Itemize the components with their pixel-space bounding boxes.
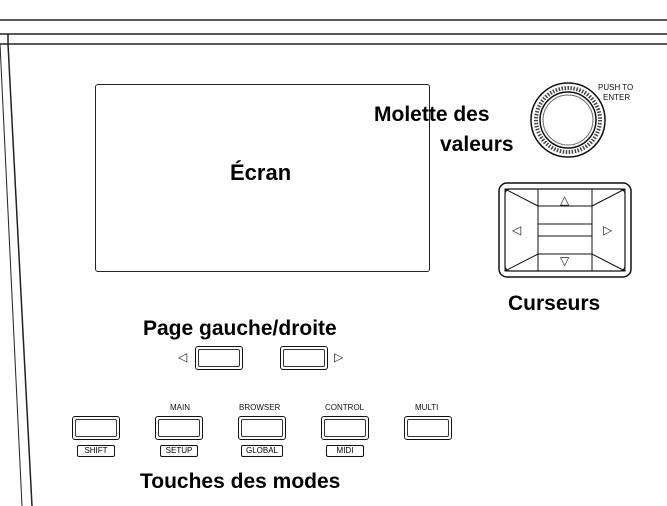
cursor-right-icon: ▷: [603, 223, 613, 237]
cursors-label: Curseurs: [508, 292, 601, 315]
knob-label-line2: valeurs: [440, 133, 514, 156]
browser-label: BROWSER: [239, 403, 281, 412]
control-button[interactable]: [321, 416, 369, 440]
cursor-pad: [498, 182, 632, 278]
multi-button[interactable]: [404, 416, 452, 440]
shift-button[interactable]: [72, 416, 120, 440]
setup-sub-label: SETUP: [160, 445, 198, 457]
cursor-up-button[interactable]: [537, 188, 593, 225]
browser-button[interactable]: [238, 416, 286, 440]
control-label: CONTROL: [325, 403, 365, 412]
cursor-down-icon: ▽: [560, 254, 570, 268]
screen-label: Écran: [230, 160, 292, 185]
midi-sub-label: MIDI: [326, 445, 364, 457]
mode-keys-label: Touches des modes: [140, 470, 341, 493]
knob-label-line1: Molette des: [374, 103, 490, 126]
page-nav-label: Page gauche/droite: [143, 317, 337, 340]
main-label: MAIN: [170, 403, 190, 412]
display-screen: [95, 84, 430, 272]
cursor-down-button[interactable]: [537, 235, 593, 272]
global-sub-label: GLOBAL: [241, 445, 283, 457]
value-knob[interactable]: [528, 80, 608, 160]
multi-label: MULTI: [415, 403, 439, 412]
page-right-arrow-icon: ▷: [334, 350, 344, 364]
push-to-enter-line2: ENTER: [603, 93, 631, 102]
page-left-arrow-icon: ◁: [178, 350, 188, 364]
cursor-up-icon: △: [560, 193, 570, 207]
push-to-enter-line1: PUSH TO: [598, 83, 634, 92]
page-left-button[interactable]: [195, 346, 243, 370]
cursor-left-icon: ◁: [512, 223, 522, 237]
main-button[interactable]: [155, 416, 203, 440]
shift-sub-label: SHIFT: [77, 445, 115, 457]
page-right-button[interactable]: [280, 346, 328, 370]
